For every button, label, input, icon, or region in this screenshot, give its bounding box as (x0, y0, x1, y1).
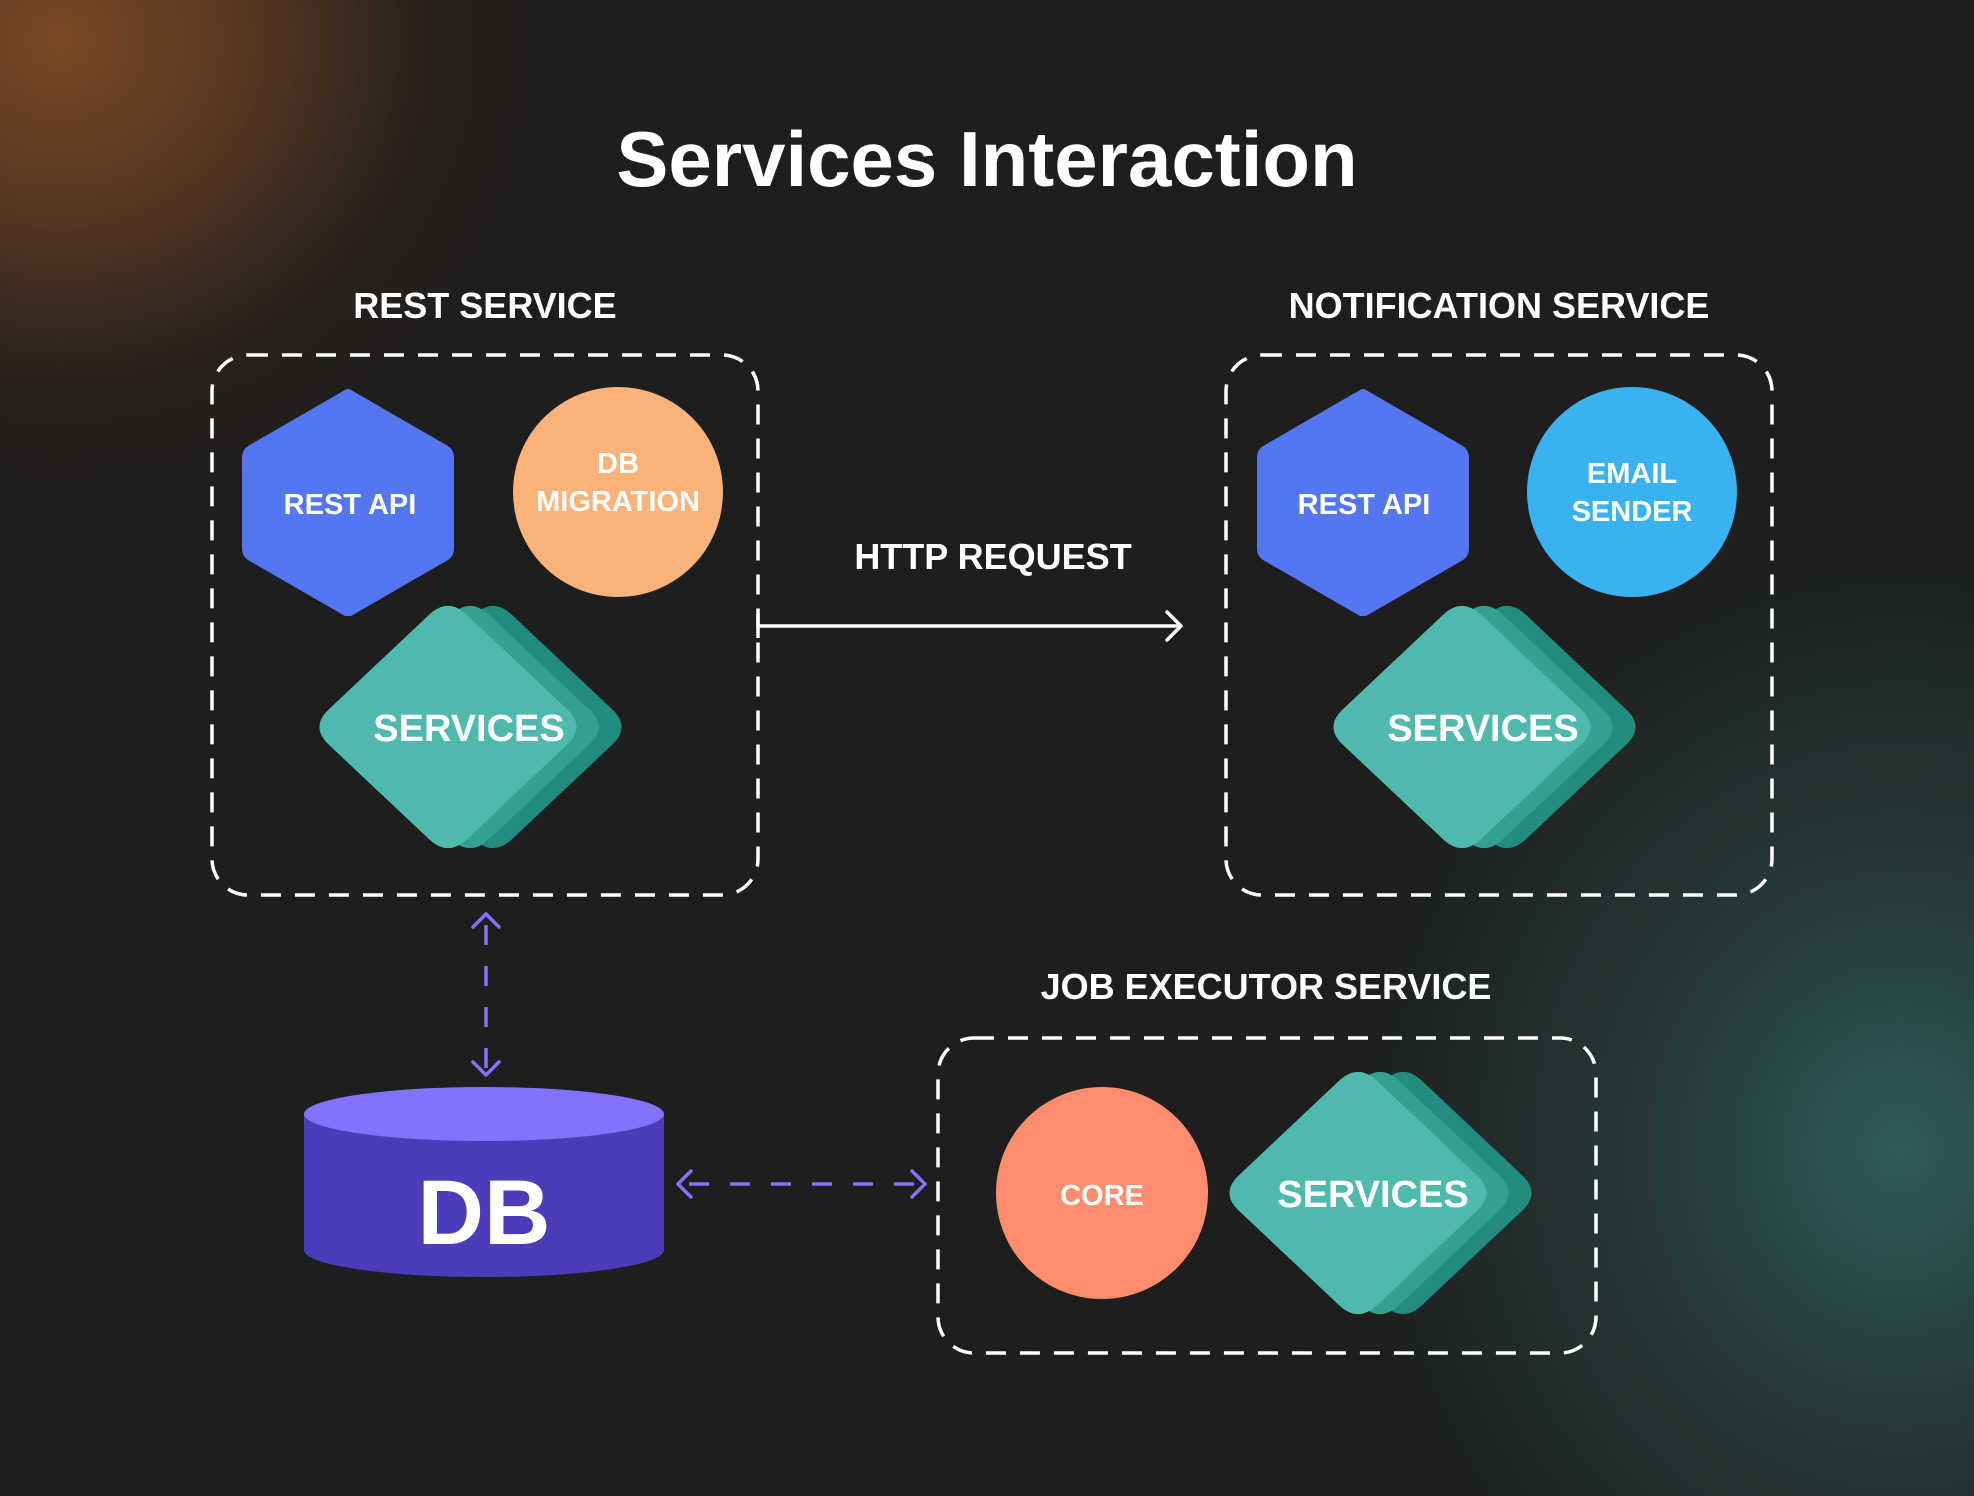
node-label-core: CORE (1060, 1180, 1144, 1212)
arrow-head-icon (1165, 610, 1183, 642)
circle-shape (513, 387, 723, 597)
node-label-rest-api: REST API (284, 489, 417, 521)
node-label-services: SERVICES (1387, 708, 1578, 750)
node-core[interactable]: CORE (996, 1087, 1208, 1299)
node-label-email-sender-line2: SENDER (1572, 496, 1693, 528)
node-db[interactable]: DB (304, 1087, 664, 1277)
node-rest-api[interactable]: REST API (242, 389, 454, 616)
group-notification-service[interactable]: NOTIFICATION SERVICE REST API EMAIL SEND… (1224, 285, 1774, 897)
services-layer-front (1333, 605, 1591, 849)
node-label-services: SERVICES (1277, 1174, 1468, 1216)
node-label-db-migration-line2: MIGRATION (536, 486, 700, 518)
node-label-db-migration-line1: DB (597, 448, 639, 480)
group-boundary-job-executor-service (936, 1036, 1598, 1355)
node-label-services: SERVICES (373, 708, 564, 750)
arrow-right-icon (910, 1169, 927, 1199)
edge-http-request[interactable]: HTTP REQUEST (756, 536, 1183, 642)
hexagon-shape (242, 389, 454, 616)
hexagon-shape (1257, 389, 1469, 616)
services-layer-front (319, 605, 577, 849)
services-layer-front (1229, 1071, 1487, 1315)
node-rest-api[interactable]: REST API (1257, 389, 1469, 616)
node-label-email-sender-line1: EMAIL (1587, 458, 1677, 490)
circle-shape (1527, 387, 1737, 597)
node-services[interactable]: SERVICES (319, 605, 622, 849)
node-email-sender[interactable]: EMAIL SENDER (1527, 387, 1737, 597)
group-boundary-notification-service (1224, 353, 1774, 897)
node-label-db: DB (418, 1162, 551, 1264)
circle-shape (996, 1087, 1208, 1299)
diagram-title: Services Interaction (616, 115, 1357, 203)
edge-db-job-executor[interactable] (676, 1169, 927, 1199)
arrow-up-icon (471, 912, 501, 929)
group-rest-service[interactable]: REST SERVICE REST API DB MIGRATION SERVI… (210, 285, 760, 897)
node-services[interactable]: SERVICES (1229, 1071, 1532, 1315)
arrow-left-icon (676, 1169, 693, 1199)
edge-rest-db[interactable] (471, 912, 501, 1077)
edge-label-http-request: HTTP REQUEST (854, 536, 1131, 577)
cylinder-top (304, 1087, 664, 1141)
group-label-job-executor-service: JOB EXECUTOR SERVICE (1041, 966, 1492, 1007)
node-label-rest-api: REST API (1298, 489, 1431, 521)
cylinder-body (304, 1114, 664, 1277)
arrow-down-icon (471, 1060, 501, 1077)
node-db-migration[interactable]: DB MIGRATION (513, 387, 723, 597)
group-label-notification-service: NOTIFICATION SERVICE (1289, 285, 1710, 326)
node-services[interactable]: SERVICES (1333, 605, 1636, 849)
group-job-executor-service[interactable]: JOB EXECUTOR SERVICE CORE SERVICES (936, 966, 1598, 1355)
group-label-rest-service: REST SERVICE (353, 285, 616, 326)
